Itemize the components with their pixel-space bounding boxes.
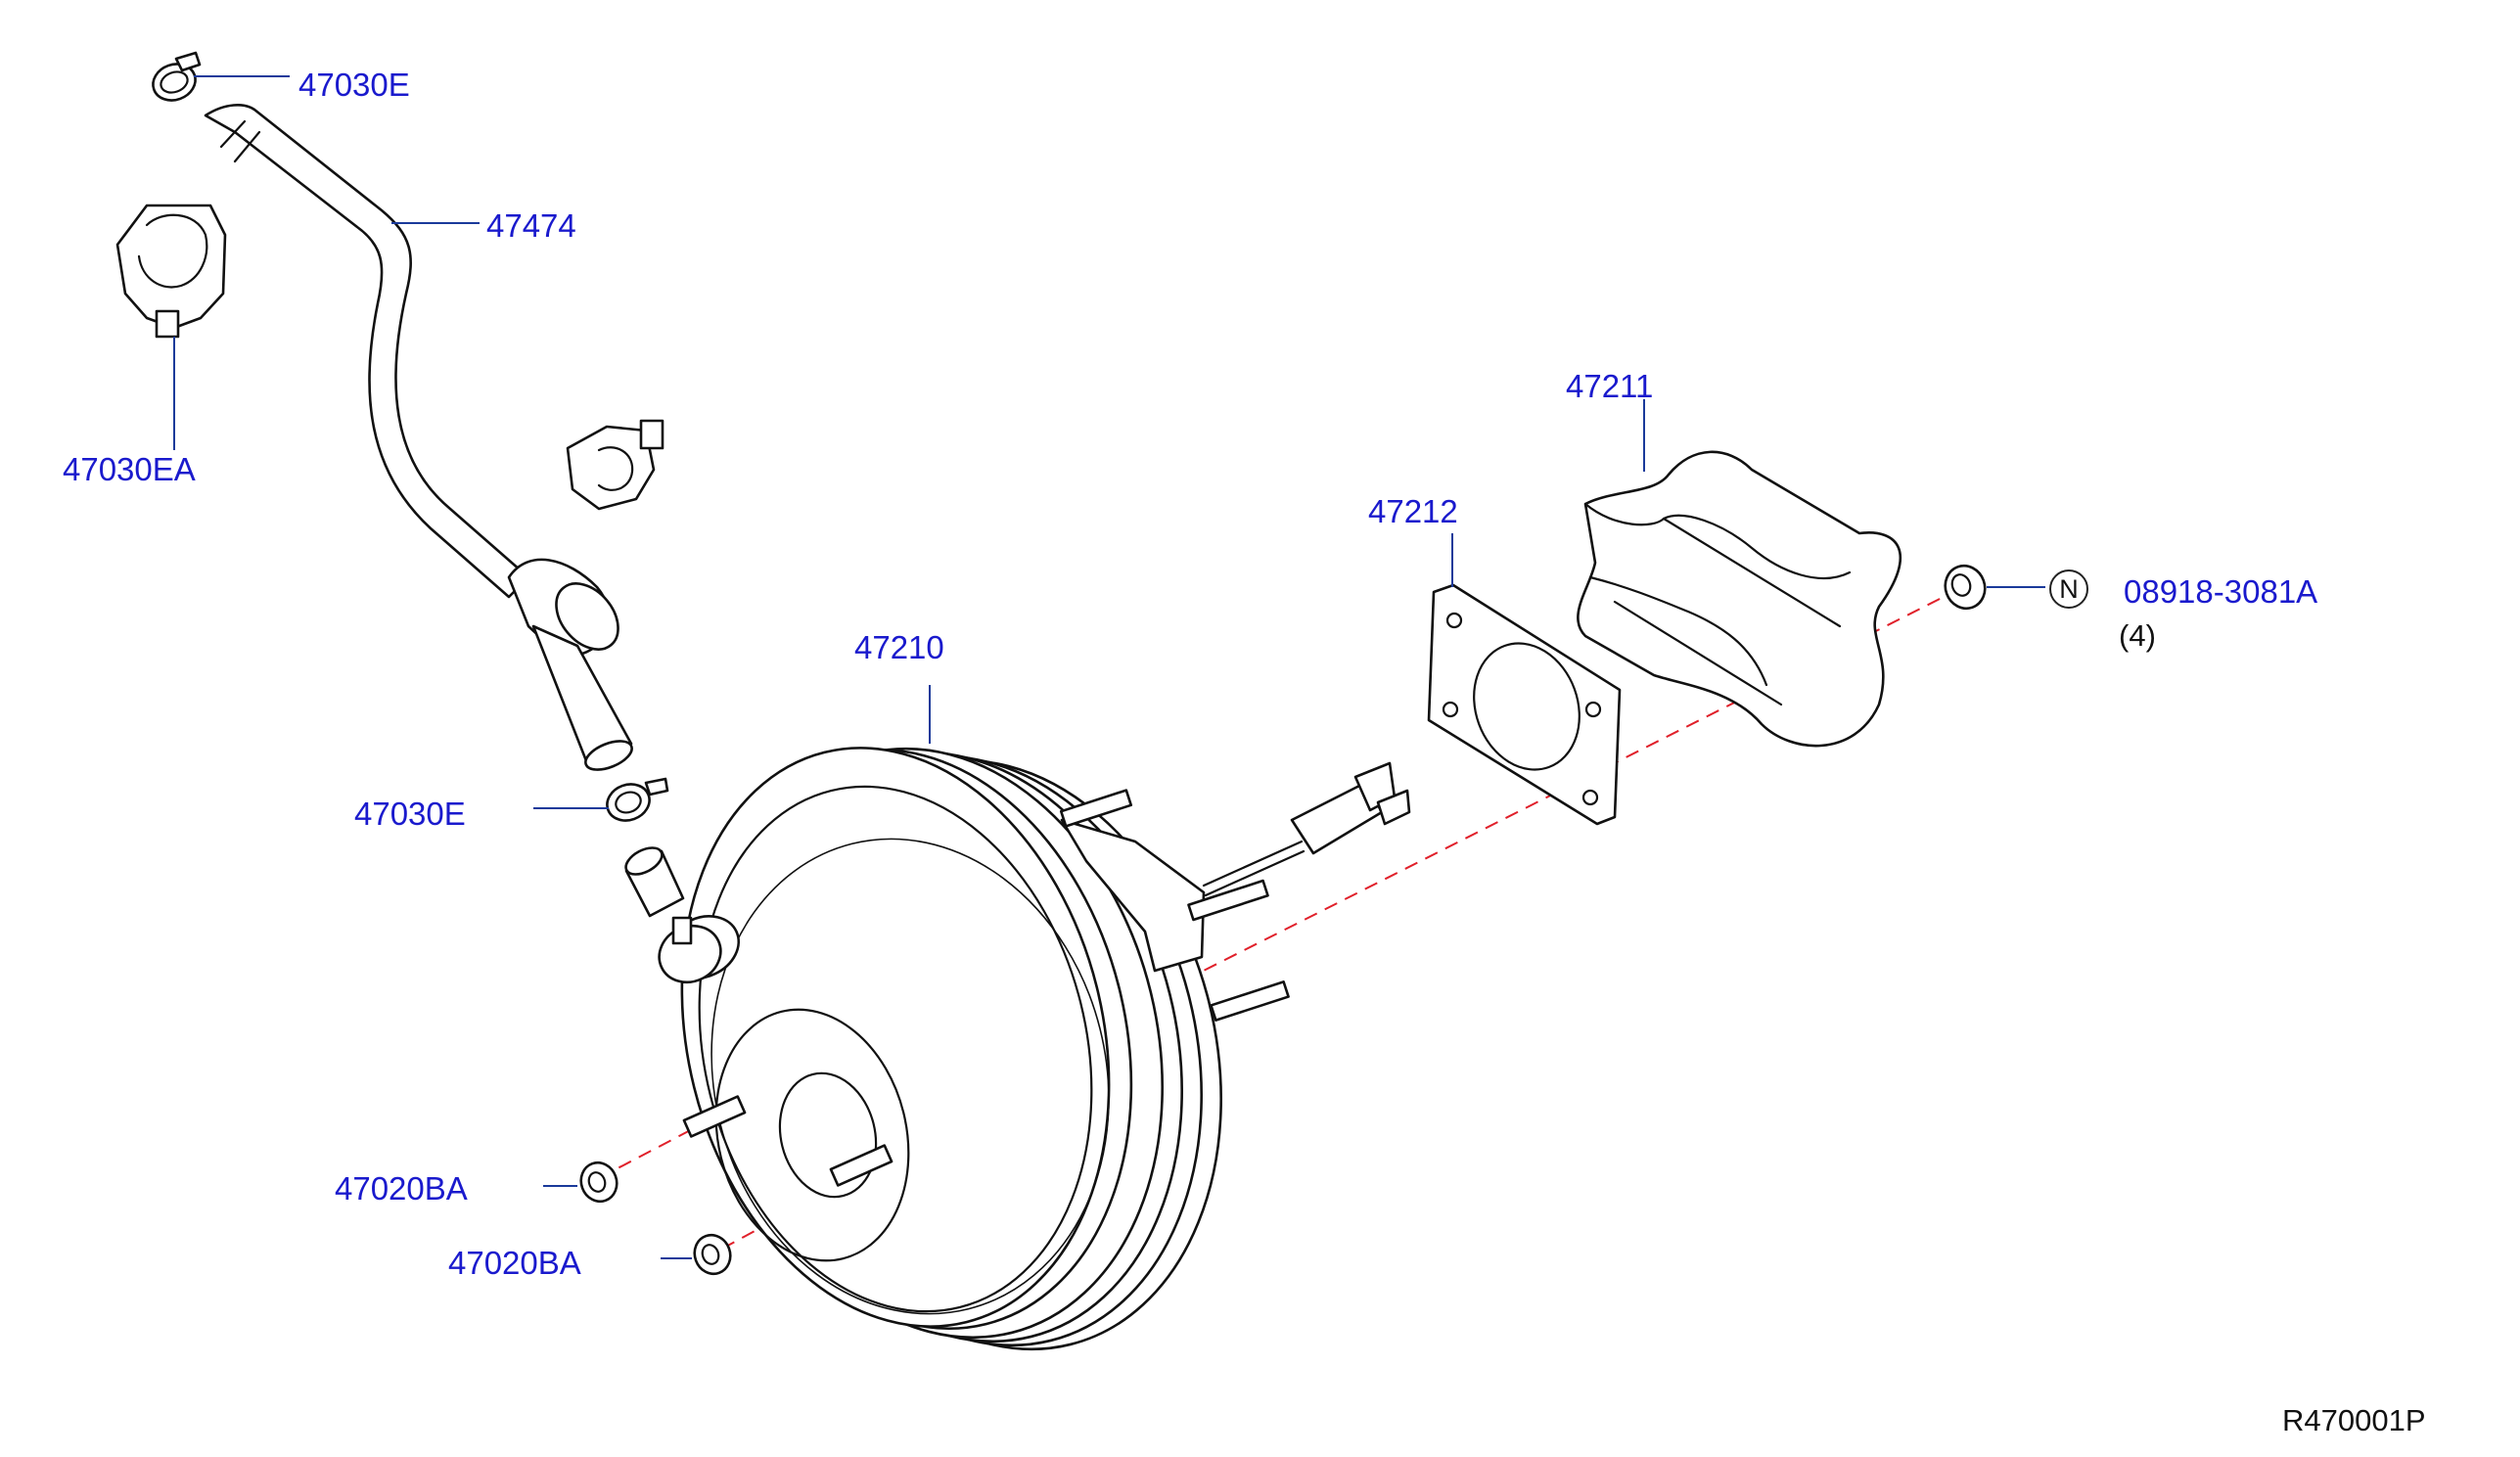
drawing-code: R470001P [2282,1403,2426,1437]
label-clamp-top[interactable]: 47030E [298,67,410,103]
hose-clamp-top[interactable] [148,51,202,106]
flange-nut-right[interactable] [1940,560,1992,614]
label-gasket[interactable]: 47212 [1368,493,1458,529]
connector-part[interactable] [566,419,664,511]
label-nut-lower[interactable]: 47020BA [448,1245,581,1281]
hose-clamp-lower[interactable] [602,777,669,827]
label-nut-upper[interactable]: 47020BA [335,1170,468,1207]
nut-upper[interactable] [575,1158,622,1207]
nut-lower[interactable] [689,1230,736,1279]
label-nut-qty: (4) [2119,618,2156,653]
hose-clip[interactable] [115,204,227,339]
centerline-studs-right [1183,594,1948,981]
centerline-nut-upper [598,1124,701,1179]
label-booster[interactable]: 47210 [854,629,944,665]
label-insulator[interactable]: 47211 [1566,368,1654,404]
insulator[interactable] [1577,450,1901,748]
label-nut-part[interactable]: 08918-3081A [2124,573,2318,610]
vacuum-hose[interactable] [204,104,636,775]
label-clamp-lower[interactable]: 47030E [354,796,466,832]
label-hose[interactable]: 47474 [486,207,576,244]
label-clip[interactable]: 47030EA [63,451,196,487]
brake-booster[interactable] [621,701,1411,1396]
n-symbol-icon: N [2049,569,2088,609]
